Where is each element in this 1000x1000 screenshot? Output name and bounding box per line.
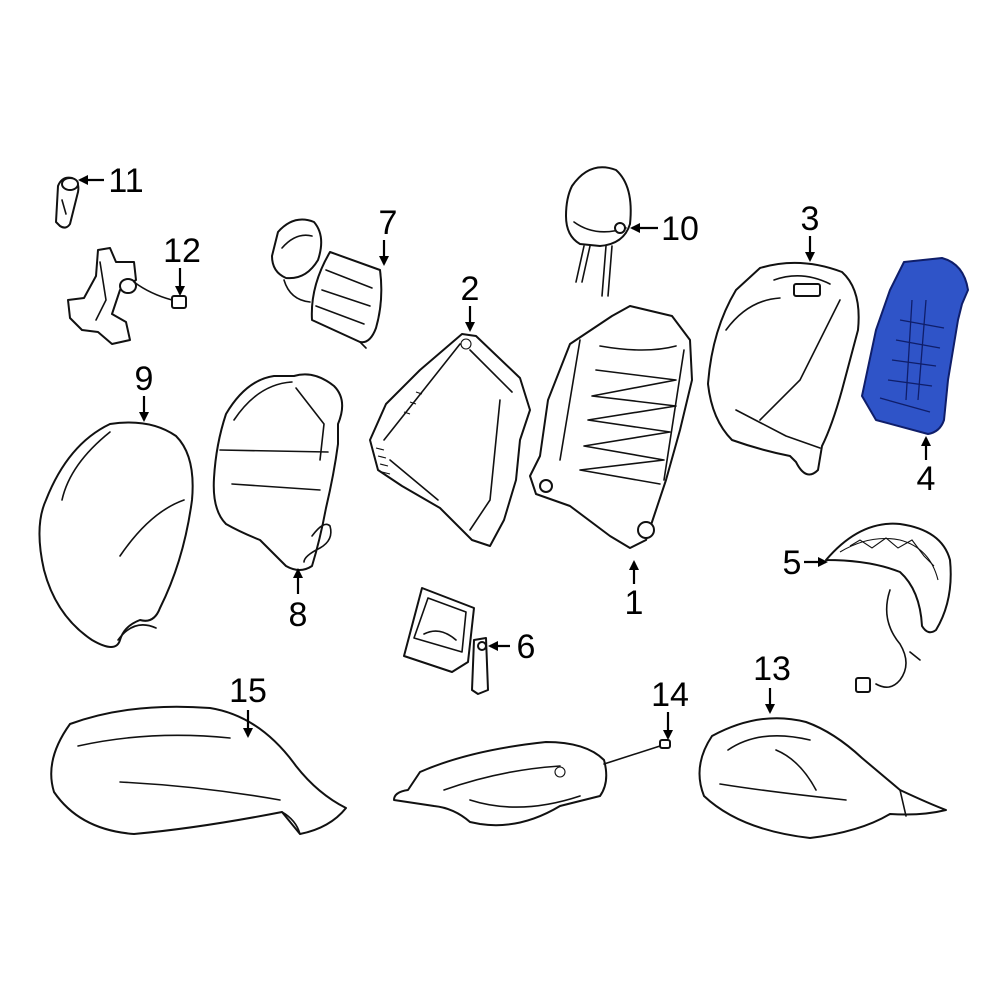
callout-label-2: 2 (461, 270, 480, 308)
callout-label-12: 12 (163, 232, 201, 270)
callout-label-6: 6 (517, 628, 536, 666)
part-7-side-airbag[interactable] (271, 218, 383, 349)
callout-label-8: 8 (289, 596, 308, 634)
callout-label-5: 5 (783, 544, 802, 582)
callout-label-15: 15 (229, 672, 267, 710)
callout-label-7: 7 (379, 204, 398, 242)
part-14-occupant-sensor[interactable] (393, 739, 671, 827)
part-6-lumbar-module[interactable] (403, 587, 489, 695)
callout-label-14: 14 (651, 676, 689, 714)
callout-label-9: 9 (135, 360, 154, 398)
part-2-back-frame-panel[interactable] (369, 333, 531, 547)
callout-label-11: 11 (108, 162, 143, 200)
part-11-headrest-guide[interactable] (55, 176, 80, 229)
callout-label-3: 3 (801, 200, 820, 238)
part-4-back-panel-highlighted[interactable] (861, 257, 969, 435)
callouts (78, 175, 931, 740)
part-12-bracket[interactable] (67, 247, 187, 345)
callout-labels: 1 2 3 4 5 6 7 8 9 10 11 12 13 14 15 (108, 162, 935, 714)
callout-label-4: 4 (917, 460, 936, 498)
part-3-back-pad[interactable] (707, 261, 860, 476)
part-5-heater-element[interactable] (825, 522, 952, 693)
part-10-headrest[interactable] (565, 166, 632, 297)
part-15-cushion-cover[interactable] (50, 705, 347, 835)
part-8-back-pad-cover[interactable] (212, 373, 344, 571)
part-13-cushion-pad[interactable] (698, 717, 947, 839)
part-1-seat-back-frame[interactable] (529, 305, 693, 549)
part-9-back-cover[interactable] (38, 421, 194, 648)
callout-label-1: 1 (625, 584, 644, 622)
back-panel-highlight (861, 257, 969, 435)
callout-label-10: 10 (661, 210, 699, 248)
callout-label-13: 13 (753, 650, 791, 688)
